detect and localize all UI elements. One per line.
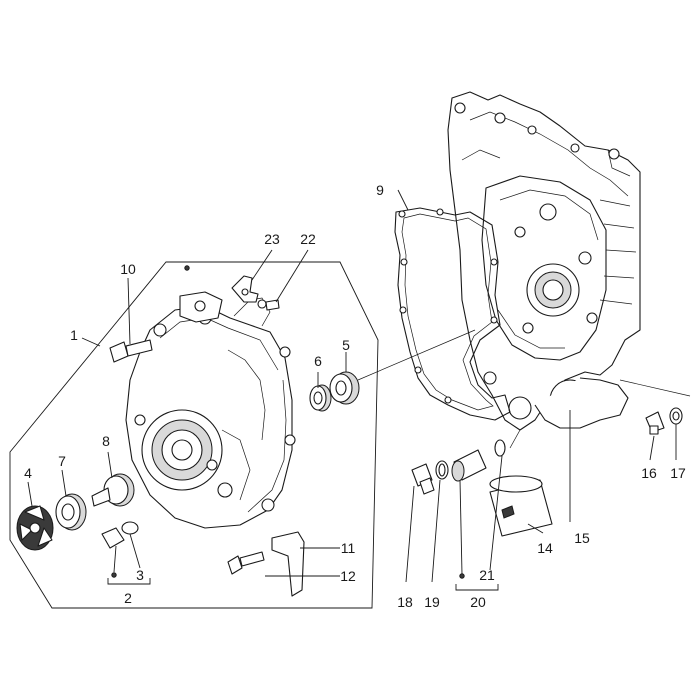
callout-15: 15	[574, 530, 590, 546]
callout-18: 18	[397, 594, 413, 610]
callout-17: 17	[670, 465, 686, 481]
callout-19: 19	[424, 594, 440, 610]
callout-1: 1	[70, 327, 78, 343]
callout-10: 10	[120, 261, 136, 277]
fitting-16	[645, 411, 665, 435]
washer-17	[669, 407, 683, 425]
callout-14: 14	[537, 540, 553, 556]
impeller-4	[16, 505, 54, 551]
callout-9: 9	[376, 182, 384, 198]
plug-3	[101, 521, 139, 549]
callout-8: 8	[102, 433, 110, 449]
o-ring-19	[435, 460, 449, 480]
callout-21: 21	[479, 567, 495, 583]
o-ring-21	[494, 439, 506, 457]
plug-18	[411, 463, 435, 495]
strainer-21	[451, 449, 487, 482]
pump-shaft-8	[91, 473, 135, 507]
callout-20: 20	[470, 594, 486, 610]
callout-2: 2	[124, 590, 132, 606]
callout-6: 6	[314, 353, 322, 369]
bearing-5	[329, 371, 360, 405]
crankcase-housing	[447, 91, 641, 431]
callout-5: 5	[342, 337, 350, 353]
leader-lines	[27, 189, 691, 591]
seal-7	[55, 493, 87, 531]
bolt-12	[227, 551, 265, 575]
callout-labels: 1 2 3 4 5 6 7 8 9 10 11 12 14 15 16 17 1…	[24, 182, 686, 610]
bracket-23	[231, 275, 259, 303]
callout-3: 3	[136, 567, 144, 583]
group-1-outline	[9, 261, 379, 609]
bolt-10	[109, 339, 153, 363]
callout-22: 22	[300, 231, 316, 247]
callout-16: 16	[641, 465, 657, 481]
callout-7: 7	[58, 453, 66, 469]
gasket-9	[394, 207, 511, 421]
callout-23: 23	[264, 231, 280, 247]
callout-11: 11	[341, 540, 356, 556]
screw-22	[257, 299, 280, 311]
callout-12: 12	[340, 568, 356, 584]
side-cover	[125, 291, 296, 529]
seal-6	[309, 384, 332, 412]
callout-4: 4	[24, 465, 32, 481]
bracket-11	[271, 531, 305, 597]
oil-filter-14	[489, 475, 553, 537]
